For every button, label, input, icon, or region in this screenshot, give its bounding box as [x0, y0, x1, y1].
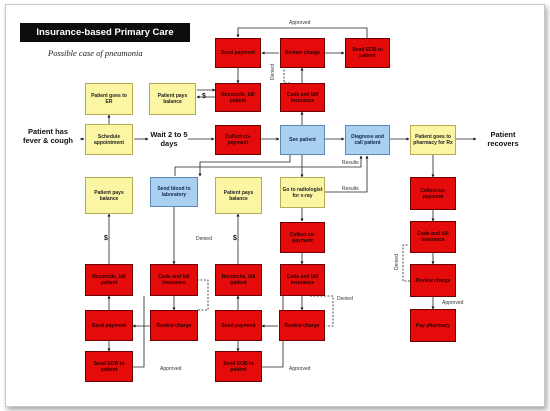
diagram-subtitle: Possible case of pneumonia	[48, 48, 143, 58]
box-schedule-appointment: Schedule appointment	[85, 124, 133, 155]
box-patient-pays-left: Patient pays balance	[85, 177, 133, 214]
approved-label-rad: Approved	[289, 366, 311, 372]
end-label: Patient recovers	[487, 130, 519, 148]
results-label-lab: Results	[342, 160, 359, 166]
denied-label-rad: Denied	[337, 296, 353, 302]
denied-label-pharm: Denied	[394, 254, 400, 270]
box-send-eob-mid: Send EOB to patient	[215, 351, 262, 382]
box-reconcile-mid: Reconcile, bill patient	[215, 264, 262, 296]
wait-label: Wait 2 to 5 days	[150, 130, 188, 148]
box-send-payment-top: Send payment	[215, 38, 261, 68]
box-patient-pays-mid: Patient pays balance	[215, 177, 262, 214]
box-send-eob-left: Send EOB to patient	[85, 351, 133, 382]
box-patient-pays-top: Patient pays balance	[149, 83, 196, 115]
denied-label-top: Denied	[270, 64, 276, 80]
box-send-eob-top: Send EOB to patient	[345, 38, 390, 68]
box-pharmacy-goes: Patient goes to pharmacy for Rx	[410, 125, 456, 155]
box-send-payment-left: Send payment	[85, 310, 133, 341]
box-review-pharm: Review charge	[410, 264, 456, 297]
box-code-bill-lab: Code and bill insurance	[150, 264, 198, 296]
box-diagnose: Diagnose and call patient	[345, 125, 390, 155]
dollar-top: $	[202, 93, 206, 100]
box-code-bill-pharm: Code and bill insurance	[410, 221, 456, 253]
denied-label-lab: Denied	[196, 236, 212, 242]
box-collect-rad: Collect co-payment	[280, 222, 325, 253]
box-patient-goes-er: Patient goes to ER	[85, 83, 133, 115]
box-code-bill-rad: Code and bill insurance	[280, 264, 325, 296]
box-review-lab: Review charge	[150, 310, 198, 341]
box-see-patient: See patient	[280, 125, 325, 155]
box-review-top: Review charge	[280, 38, 325, 68]
approved-label-top: Approved	[289, 20, 311, 26]
box-send-payment-mid: Send payment	[215, 310, 262, 341]
box-pay-pharmacy: Pay pharmacy	[410, 309, 456, 342]
box-review-rad: Review charge	[279, 310, 325, 341]
approved-label-lab: Approved	[160, 366, 182, 372]
box-code-bill-top: Code and bill insurance	[280, 83, 325, 112]
dollar-mid: $	[233, 235, 237, 242]
dollar-left: $	[104, 235, 108, 242]
box-reconcile-top: Reconcile, bill patient	[215, 83, 261, 112]
box-collect-pharm: Collect co-payment	[410, 177, 456, 210]
box-send-blood-lab: Send blood to laboratory	[150, 177, 198, 207]
approved-label-pharm: Approved	[442, 300, 464, 306]
box-reconcile-left: Reconcile, bill patient	[85, 264, 133, 296]
box-radiologist: Go to radiologist for x-ray	[280, 177, 325, 208]
diagram-title: Insurance-based Primary Care	[20, 23, 190, 42]
results-label-rad: Results	[342, 186, 359, 192]
box-collect-mid: Collect co-payment	[215, 125, 261, 155]
start-label: Patient has fever & cough	[22, 127, 73, 145]
